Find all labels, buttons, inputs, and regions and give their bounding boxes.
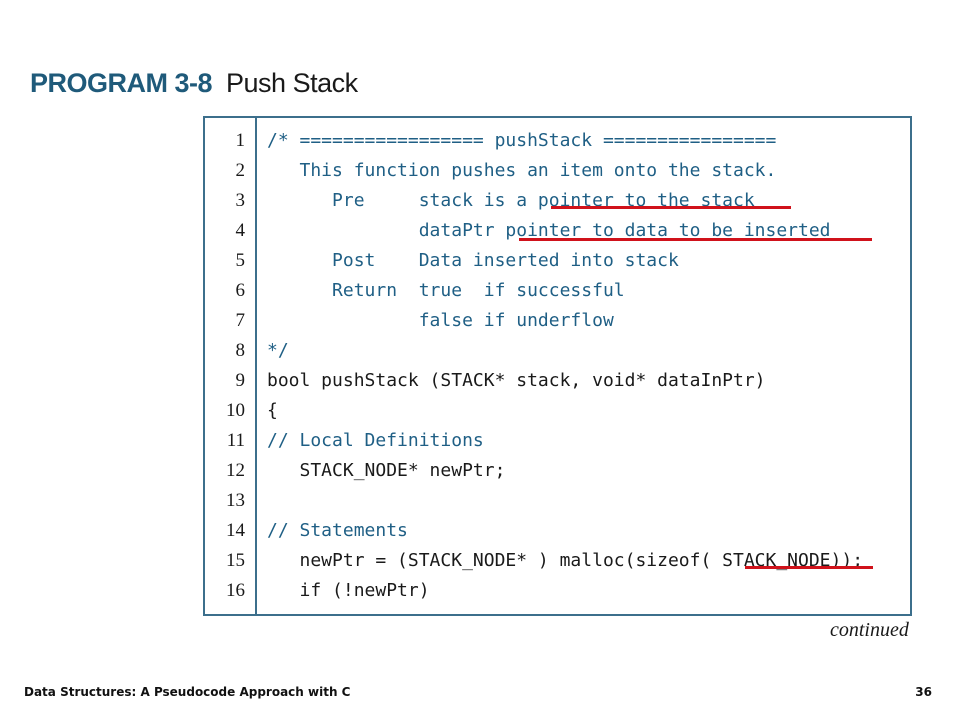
footer-page-number: 36 [915,685,932,699]
line-number: 8 [235,340,246,361]
code-line: newPtr = (STACK_NODE* ) malloc(sizeof( S… [267,550,864,571]
code-line-comment: Return true if successful [267,280,625,301]
code-line: STACK_NODE* newPtr; [267,460,506,481]
code-line-comment: */ [267,340,289,361]
code-listing: 1 2 3 4 5 6 7 8 9 10 11 12 13 14 15 16 /… [203,116,912,616]
program-number: PROGRAM 3-8 [30,68,213,98]
code-line-comment: Post Data inserted into stack [267,250,679,271]
line-number: 5 [235,250,246,271]
line-number: 16 [226,580,245,601]
line-number: 11 [226,430,245,451]
code-line-comment: false if underflow [267,310,614,331]
code-line-comment: /* ================= pushStack =========… [267,130,777,151]
code-line-comment: dataPtr pointer to data to be inserted [267,220,831,241]
program-title: PROGRAM 3-8 Push Stack [30,68,358,99]
line-number: 6 [235,280,246,301]
code-line: if (!newPtr) [267,580,430,601]
line-number: 7 [235,310,246,331]
code-line-comment: // Local Definitions [267,430,484,451]
code-line-comment: // Statements [267,520,408,541]
code-line: bool pushStack (STACK* stack, void* data… [267,370,766,391]
red-underline [519,238,872,241]
red-underline [745,566,873,569]
line-number: 9 [235,370,246,391]
line-number: 2 [235,160,246,181]
red-underline [551,206,791,209]
program-name: Push Stack [226,68,358,98]
line-number: 1 [235,130,246,151]
line-number: 4 [235,220,246,241]
line-number: 13 [226,490,245,511]
footer-course-title: Data Structures: A Pseudocode Approach w… [24,685,351,699]
continued-label: continued [830,619,909,641]
line-number: 14 [226,520,245,541]
code-line-comment: Pre stack is a pointer to the stack [267,190,755,211]
line-number: 15 [226,550,245,571]
code-line: { [267,400,278,421]
line-number: 10 [226,400,245,421]
line-number-gutter: 1 2 3 4 5 6 7 8 9 10 11 12 13 14 15 16 [205,118,257,614]
line-number: 3 [235,190,246,211]
line-number: 12 [226,460,245,481]
code-line-comment: This function pushes an item onto the st… [267,160,777,181]
